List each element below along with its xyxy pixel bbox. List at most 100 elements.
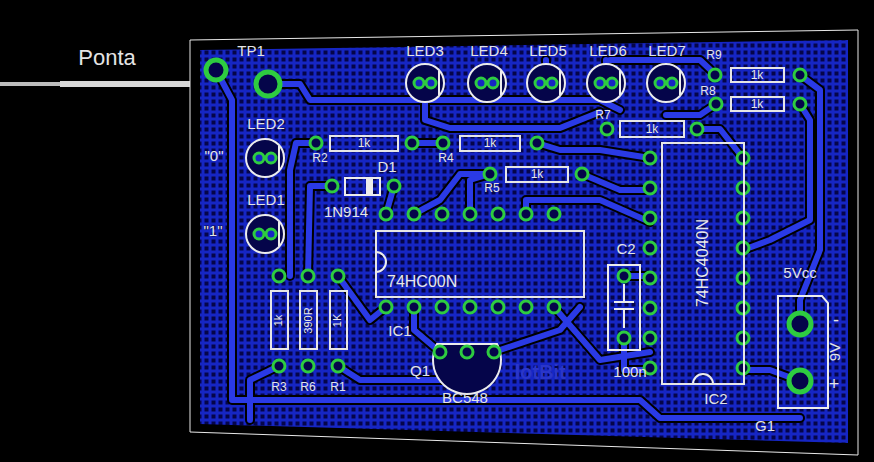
pad [644,272,656,284]
pad [737,362,749,374]
pad [408,208,420,220]
connector-outline [778,296,828,408]
led-outline [246,215,284,253]
copper-trace [425,100,600,128]
pad [406,137,418,149]
resistor-value: 1k [274,314,285,326]
reference-designator: LED7 [648,43,686,58]
resistor-body: 1k [270,290,289,350]
pad [310,137,322,149]
pad [488,78,498,88]
copper-trace [526,200,650,222]
pad [426,78,436,88]
pad [737,182,749,194]
pad [601,123,613,135]
pad [794,98,806,110]
supply-label: 9V [827,343,842,361]
resistor-body: 1k [730,96,785,112]
copper-trace [338,276,386,320]
led-flat [500,71,502,95]
trace-clearance [537,143,650,158]
pad [302,360,314,372]
pad [408,301,420,313]
pad [206,60,226,80]
resistor-body: 390R [299,290,318,350]
pad [388,180,400,192]
pad [461,346,473,358]
led-flat [559,71,561,95]
resistor-value: 1k [751,69,764,81]
resistor-value: 1k [751,98,764,110]
reference-designator: R9 [706,49,721,61]
pad [794,69,806,81]
pad [266,153,276,163]
logic-level: "1" [204,223,223,238]
reference-designator: R3 [271,381,286,393]
polarity-mark: + [829,375,840,393]
pad [436,208,448,220]
copper-trace [697,129,743,158]
watermark: lotBit [514,362,565,382]
pad [434,346,446,358]
board-outline [190,30,858,455]
pad [273,360,285,372]
trace-clearance [582,174,650,190]
ic-package: 74HC00N [375,230,585,298]
reference-designator: LED2 [247,116,285,131]
resistor-value: 1K [333,313,344,326]
resistor-body: 1k [505,166,569,183]
pad [488,346,500,358]
resistor-value: 1k [646,123,659,135]
trace-clearance [743,104,810,250]
pad [607,78,617,88]
pad [273,270,285,282]
pad [644,152,656,164]
traces [216,60,820,420]
pad [737,152,749,164]
pad [709,69,721,81]
reference-designator: LED6 [589,43,627,58]
copper-trace [554,307,650,360]
supply-label: 5Vcc [783,265,816,280]
copper-trace [216,70,800,418]
pad [414,78,424,88]
transistor-outline [433,344,501,394]
capacitor-symbol [614,284,634,328]
copper-trace [666,104,716,115]
pad [710,98,722,110]
copper-trace [494,307,580,352]
polarity-mark: - [833,311,839,329]
resistor-value: 1k [484,137,497,149]
traces-copper [216,60,820,420]
trace-clearance [526,200,650,222]
resistor-value: 1k [531,168,544,180]
copper-trace [308,186,332,276]
led-outline [647,64,685,102]
trace-clearance [338,276,386,320]
pad [464,301,476,313]
resistor-body: 1K [329,290,348,350]
reference-designator: R6 [300,381,315,393]
trace-clearance [308,186,332,276]
trace-clearance [425,100,600,128]
reference-designator: G1 [755,418,775,433]
pad [437,137,449,149]
pad [535,78,545,88]
part-number: 74HC4040N [695,219,711,307]
logic-level: "0" [205,148,224,163]
led-flat [438,71,440,95]
reference-designator: Q1 [410,363,430,378]
pad [644,302,656,314]
resistor-body: 1k [459,135,521,152]
pad [737,302,749,314]
resistor-body: 1k [730,67,785,83]
part-value: 1N914 [324,204,368,219]
pad [548,208,560,220]
reference-designator: R2 [312,152,327,164]
part-number: 74HC00N [387,274,457,290]
pad [302,270,314,282]
pad [576,168,588,180]
resistor-body: 1k [619,120,685,138]
copper-trace [582,174,650,190]
pad [691,123,703,135]
